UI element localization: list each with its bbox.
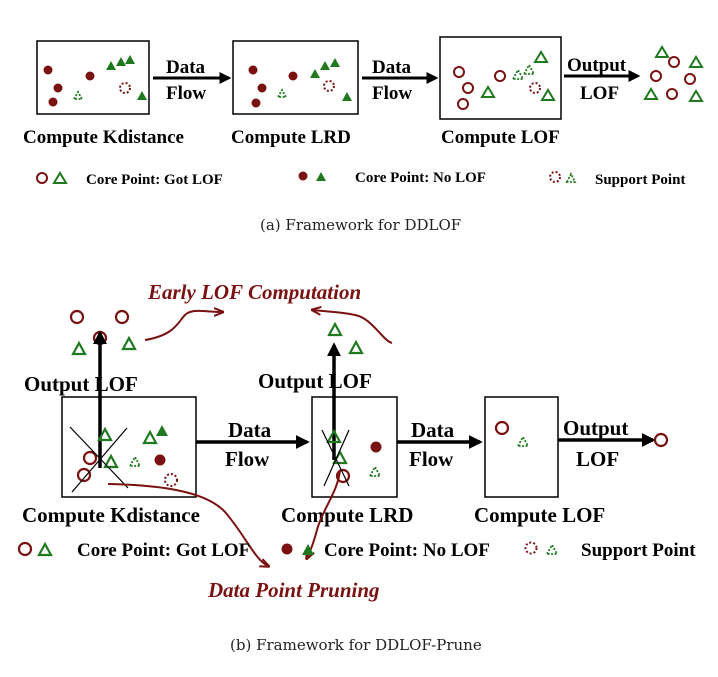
points-b-box2 bbox=[321, 428, 382, 487]
points-b-box1 bbox=[69, 425, 178, 493]
panel-b: Early LOF Computation Output LOF bbox=[17, 280, 696, 654]
legend-b-support-label: Support Point bbox=[581, 540, 696, 561]
points-a-box1 bbox=[43, 55, 147, 107]
box-a-lrd bbox=[232, 40, 359, 115]
arrow-a-1-label-top: Data bbox=[166, 57, 206, 78]
points-b-early-2 bbox=[327, 321, 364, 355]
box-b-lof bbox=[484, 396, 559, 498]
box-a-lrd-label: Compute LRD bbox=[231, 127, 351, 148]
box-b-lrd bbox=[311, 396, 398, 498]
arrow-b-1-label-top: Data bbox=[228, 418, 272, 442]
legend-b-got-lof-label: Core Point: Got LOF bbox=[77, 540, 250, 561]
legend-b-got-lof-triangle-icon bbox=[37, 541, 53, 557]
legend-a-no-lof-triangle-icon bbox=[316, 172, 326, 181]
prune-curve-left bbox=[107, 483, 268, 566]
legend-b-support-circle-icon bbox=[524, 541, 538, 555]
legend-a-got-lof-circle-icon bbox=[36, 172, 48, 184]
early-lof-curve-right bbox=[313, 310, 393, 344]
legend-a-support-circle-icon bbox=[549, 171, 561, 183]
points-a-box3 bbox=[453, 50, 556, 110]
legend-a-no-lof-label: Core Point: No LOF bbox=[355, 170, 486, 186]
arrow-a-1-label-bottom: Flow bbox=[166, 83, 206, 104]
points-a-box2 bbox=[248, 58, 352, 108]
panel-a: Compute Kdistance Data Flow Compute LRD … bbox=[23, 36, 704, 234]
box-a-lof bbox=[439, 36, 562, 120]
legend-b-no-lof-circle-icon bbox=[281, 543, 293, 555]
box-a-kdistance bbox=[36, 40, 150, 115]
legend-b-support-triangle-icon bbox=[545, 543, 559, 555]
legend-b-no-lof-label: Core Point: No LOF bbox=[324, 540, 490, 561]
points-b-box3 bbox=[494, 420, 530, 447]
legend-a-support-triangle-icon bbox=[565, 171, 577, 183]
box-a-lof-label: Compute LOF bbox=[441, 127, 560, 148]
box-a-kdistance-label: Compute Kdistance bbox=[23, 127, 184, 148]
arrow-b-2-label-top: Data bbox=[411, 418, 455, 442]
legend-a-got-lof-label: Core Point: Got LOF bbox=[86, 172, 223, 188]
arrow-a-2-label-top: Data bbox=[372, 57, 412, 78]
box-b-lof-label: Compute LOF bbox=[474, 503, 605, 527]
box-b-kdistance-label: Compute Kdistance bbox=[22, 503, 200, 527]
caption-b: (b) Framework for DDLOF-Prune bbox=[230, 636, 482, 654]
box-b-lrd-label: Compute LRD bbox=[281, 503, 413, 527]
legend-b-no-lof-triangle-icon bbox=[302, 544, 314, 555]
arrow-b-2-label-bottom: Flow bbox=[409, 447, 454, 471]
legend-a-support-label: Support Point bbox=[595, 172, 685, 188]
legend-a-got-lof-triangle-icon bbox=[52, 171, 68, 184]
arrow-b-3-label-bottom: LOF bbox=[576, 447, 619, 471]
points-b-early-1 bbox=[69, 309, 137, 356]
legend-a: Core Point: Got LOF Core Point: No LOF S… bbox=[36, 170, 685, 188]
output-b-1-label: Output LOF bbox=[24, 372, 138, 396]
arrow-b-3-label-top: Output bbox=[563, 416, 628, 440]
points-a-output bbox=[643, 45, 704, 102]
caption-a: (a) Framework for DDLOF bbox=[260, 216, 461, 234]
prune-note: Data Point Pruning bbox=[207, 578, 380, 602]
output-b-2-label: Output LOF bbox=[258, 369, 372, 393]
legend-a-no-lof-circle-icon bbox=[298, 171, 308, 181]
arrow-a-3-label-bottom: LOF bbox=[580, 83, 619, 104]
arrow-a-3-label-top: Output bbox=[567, 55, 627, 76]
legend-b: Core Point: Got LOF Core Point: No LOF S… bbox=[17, 540, 696, 561]
legend-b-got-lof-circle-icon bbox=[17, 541, 33, 557]
arrow-a-2-label-bottom: Flow bbox=[372, 83, 412, 104]
arrow-b-1-label-bottom: Flow bbox=[225, 447, 270, 471]
early-lof-note: Early LOF Computation bbox=[147, 280, 361, 304]
box-b-kdistance bbox=[61, 396, 197, 498]
output-b-point bbox=[653, 432, 669, 448]
early-lof-curve-left bbox=[144, 311, 222, 341]
